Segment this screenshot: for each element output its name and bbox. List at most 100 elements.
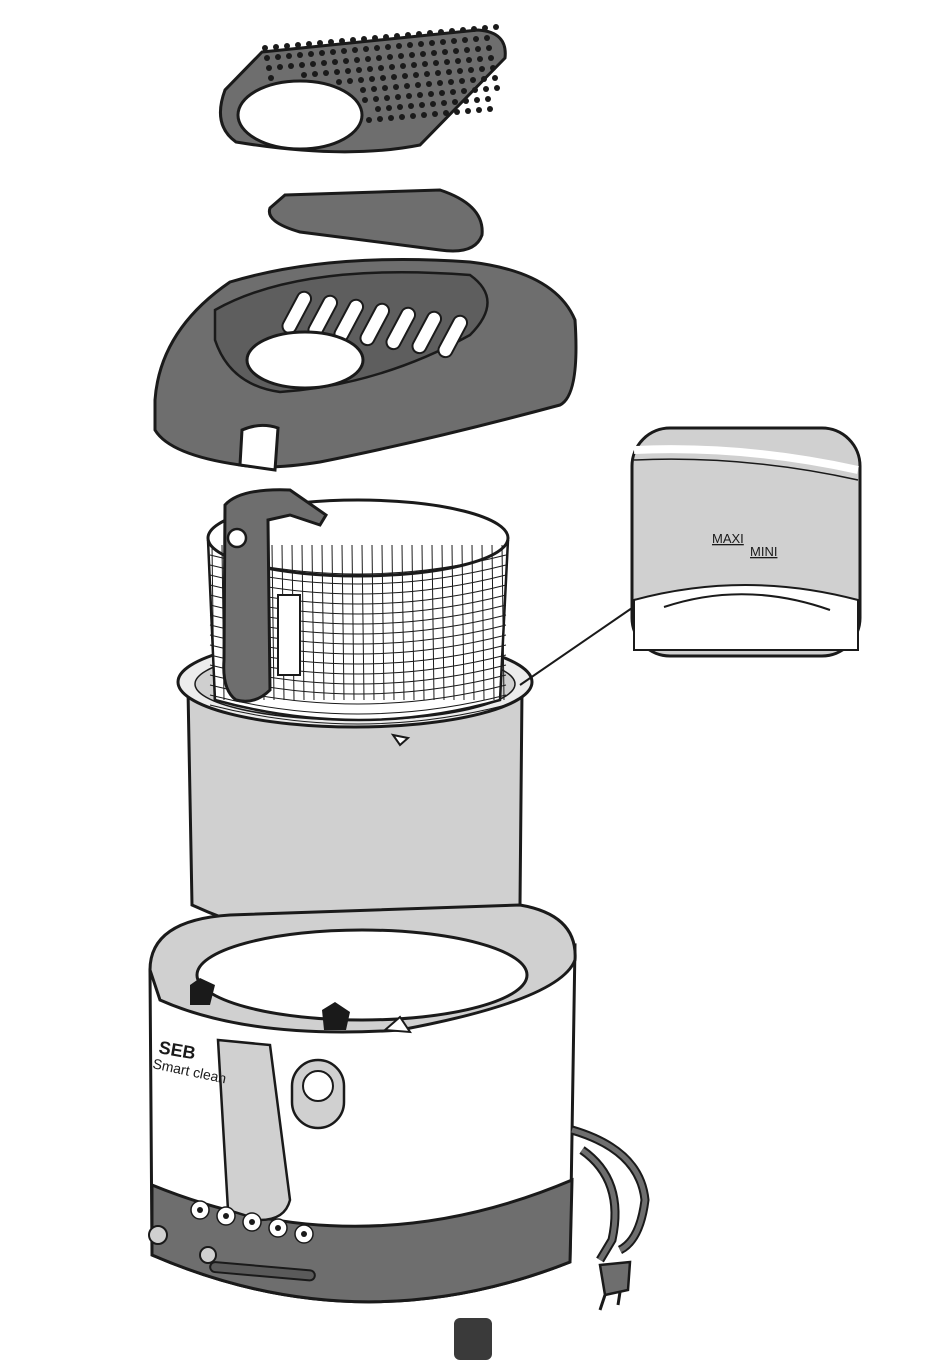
filter-hole — [388, 115, 394, 121]
filter-hole — [479, 66, 485, 72]
filter-hole — [418, 41, 424, 47]
filter-hole — [472, 87, 478, 93]
filter-hole — [398, 53, 404, 59]
fish-icon-glyph — [223, 1213, 229, 1219]
page-badge — [454, 1318, 492, 1360]
filter-hole — [490, 65, 496, 71]
filter-hole — [415, 82, 421, 88]
filter-hole — [306, 41, 312, 47]
mini-level-label: MINI — [750, 544, 777, 559]
level-zoom-callout: MAXI MINI — [520, 428, 860, 685]
filter-hole — [393, 84, 399, 90]
filter-hole — [413, 72, 419, 78]
filter-hole — [488, 55, 494, 61]
filter-hole — [443, 110, 449, 116]
filter-hole — [334, 69, 340, 75]
filter-hole — [460, 27, 466, 33]
filter-hole — [426, 81, 432, 87]
filter-hole — [308, 51, 314, 57]
filter-hole — [471, 26, 477, 32]
filter-hole — [448, 79, 454, 85]
filter-hole — [383, 34, 389, 40]
filter-hole — [468, 67, 474, 73]
filter-hole — [486, 45, 492, 51]
filter-hole — [408, 103, 414, 109]
filter-hole — [462, 37, 468, 43]
filter-hole — [417, 92, 423, 98]
filter-hole — [312, 71, 318, 77]
chicken-icon-glyph — [249, 1219, 255, 1225]
vegetable-icon-glyph — [301, 1231, 307, 1237]
filter-hole — [438, 29, 444, 35]
filter-hole — [363, 46, 369, 52]
filter-hole — [362, 97, 368, 103]
filter-hole — [474, 97, 480, 103]
filter-hole — [424, 71, 430, 77]
filter-hole — [319, 50, 325, 56]
filter-hole — [301, 72, 307, 78]
filter-hole — [384, 95, 390, 101]
filter-hole — [421, 112, 427, 118]
filter-hole — [419, 102, 425, 108]
filter-hole — [411, 62, 417, 68]
filter-hole — [374, 45, 380, 51]
filter-hole — [396, 43, 402, 49]
filter-hole — [400, 63, 406, 69]
filter-hole — [375, 106, 381, 112]
filter-hole — [441, 100, 447, 106]
filter-hole — [406, 93, 412, 99]
filter-hole — [354, 57, 360, 63]
filter-hole — [428, 91, 434, 97]
filter-hole — [321, 60, 327, 66]
filter-hole — [433, 60, 439, 66]
filter-hole — [339, 38, 345, 44]
filter-hole — [493, 24, 499, 30]
filter-hole — [377, 116, 383, 122]
filter-hole — [268, 75, 274, 81]
filter-hole — [432, 111, 438, 117]
filter-hole — [422, 61, 428, 67]
filter-hole — [405, 32, 411, 38]
filter-hole — [275, 54, 281, 60]
filter-hole — [378, 65, 384, 71]
filter-hole — [473, 36, 479, 42]
filter-hole — [457, 68, 463, 74]
filter-hole — [369, 76, 375, 82]
filter-hole — [361, 36, 367, 42]
filter-hole — [453, 48, 459, 54]
filter-hole — [297, 52, 303, 58]
maxi-level-label: MAXI — [712, 531, 744, 546]
filter-hole — [437, 80, 443, 86]
filter-hole — [371, 86, 377, 92]
lid-window-panel — [269, 190, 482, 251]
filter-hole — [482, 25, 488, 31]
filter-hole — [404, 83, 410, 89]
filter-hole — [430, 101, 436, 107]
filter-hole — [494, 85, 500, 91]
filter-hole — [481, 76, 487, 82]
filter-hole — [387, 54, 393, 60]
filter-hole — [295, 42, 301, 48]
filter-hole — [386, 105, 392, 111]
filter-hole — [446, 69, 452, 75]
filter-hole — [394, 33, 400, 39]
filter-hole — [397, 104, 403, 110]
filter-hole — [485, 96, 491, 102]
filter-hole — [463, 98, 469, 104]
filter-hole — [336, 79, 342, 85]
filter-hole — [454, 109, 460, 115]
filter-hole — [360, 87, 366, 93]
filter-hole — [284, 43, 290, 49]
filter-hole — [431, 50, 437, 56]
filter-hole — [350, 37, 356, 43]
filter-hole — [352, 47, 358, 53]
filter-hole — [439, 90, 445, 96]
filter-hole — [328, 39, 334, 45]
filter-hole — [376, 55, 382, 61]
filter-hole — [310, 61, 316, 67]
filter-hole — [450, 89, 456, 95]
filter-hole — [317, 40, 323, 46]
filter-hole — [332, 59, 338, 65]
